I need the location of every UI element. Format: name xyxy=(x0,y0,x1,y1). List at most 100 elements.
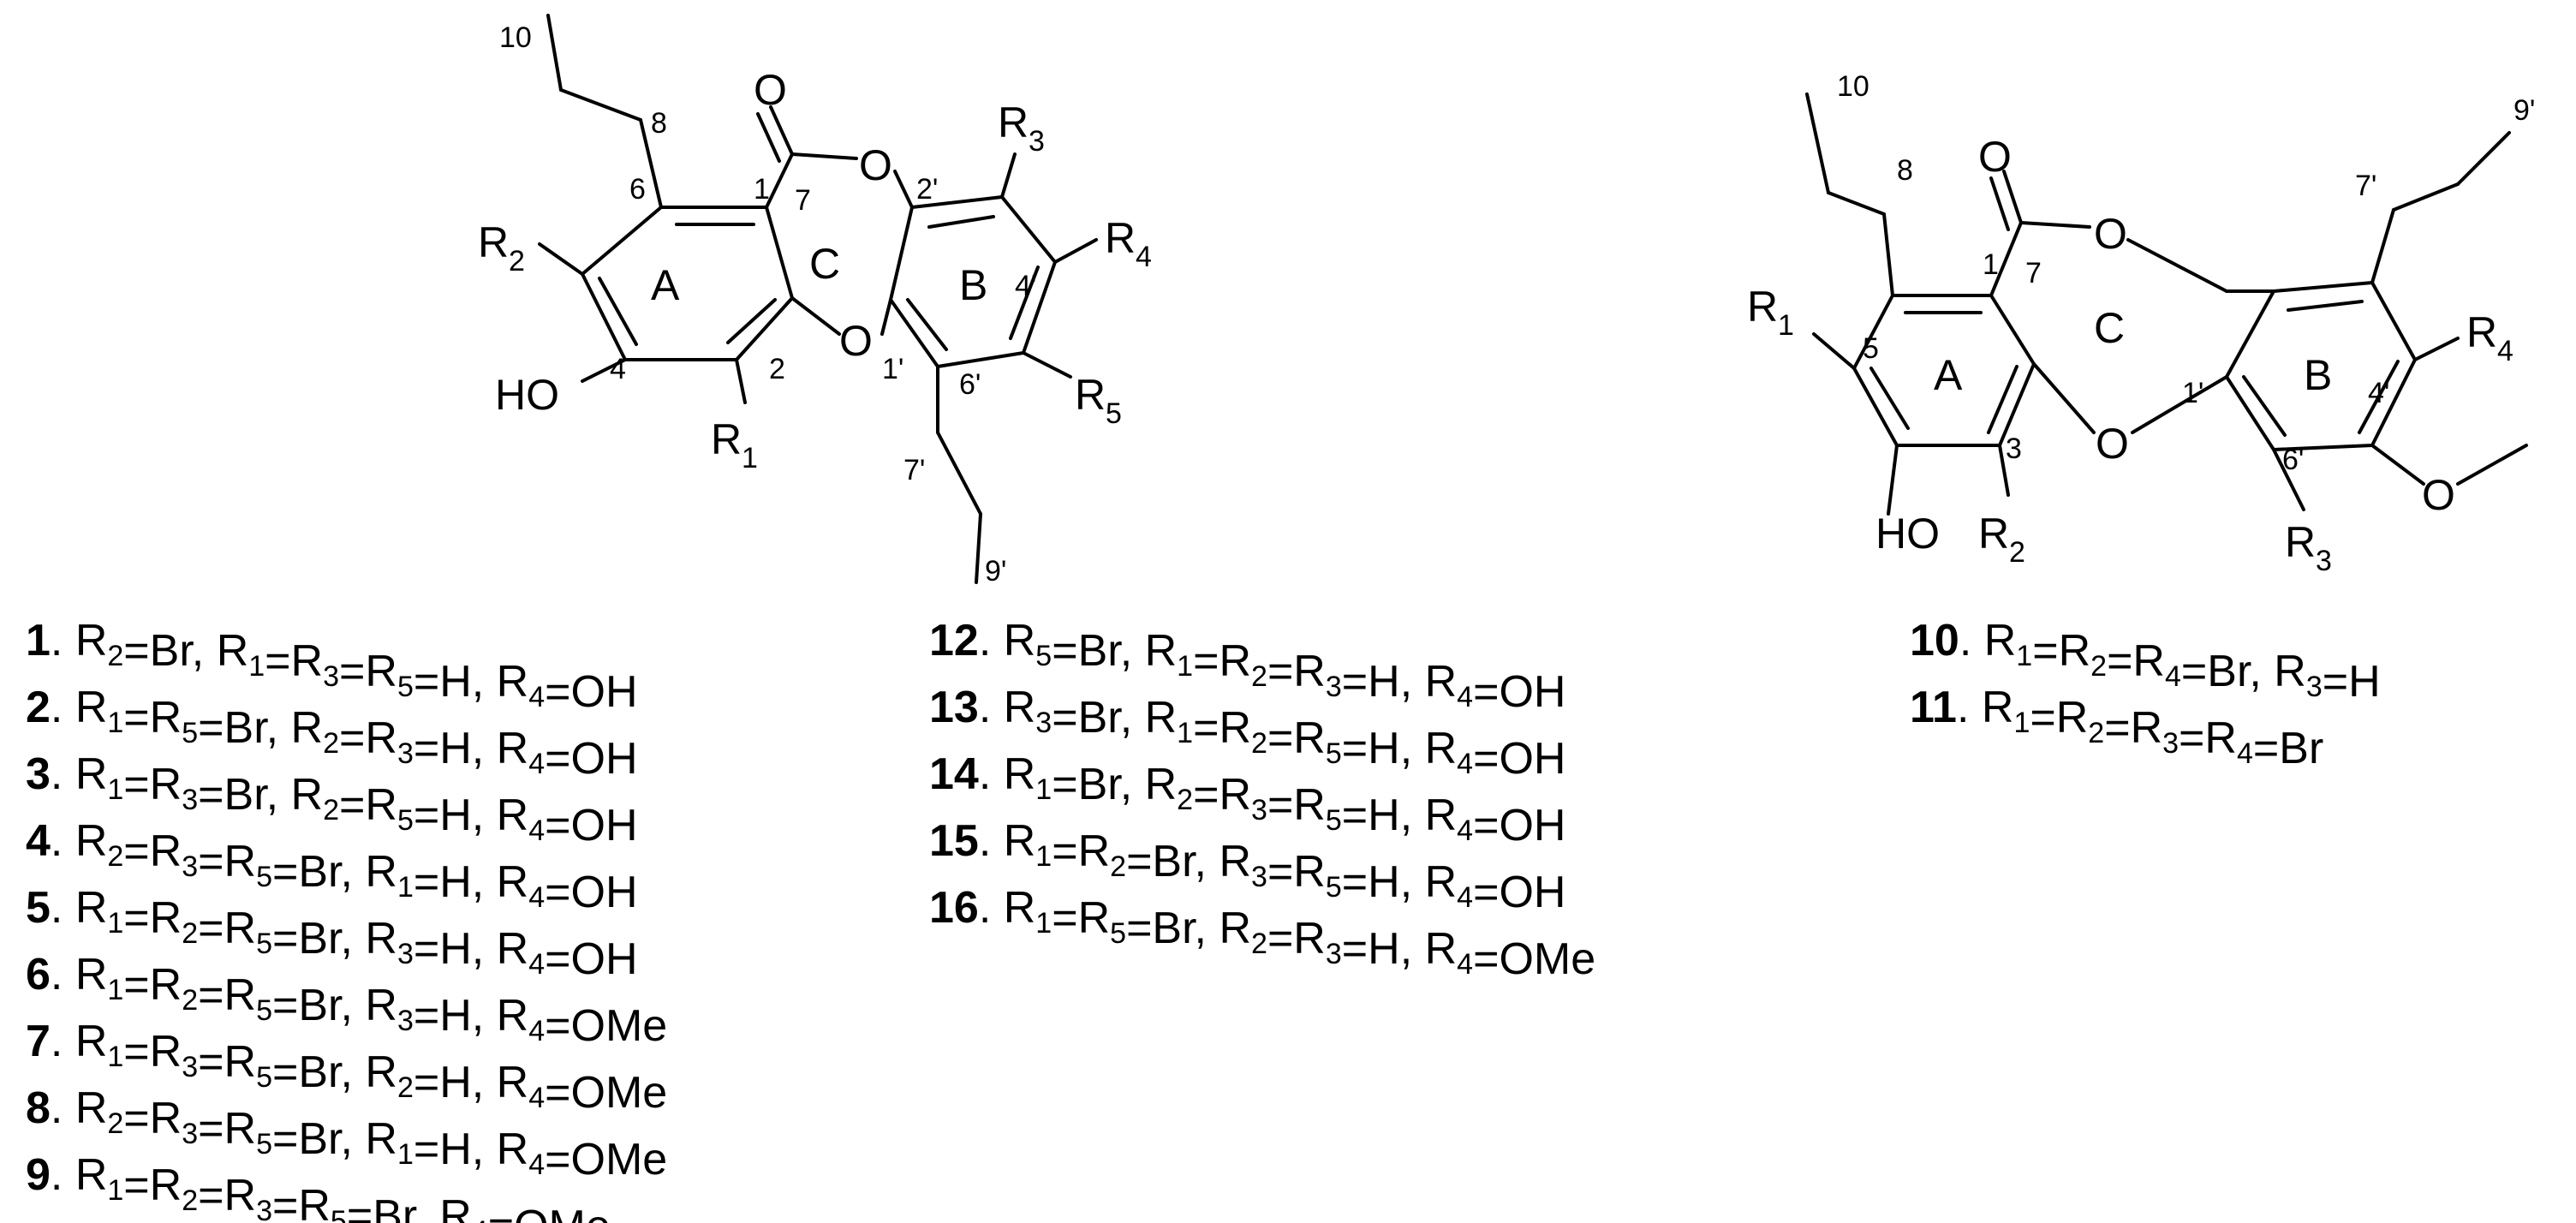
atom-number: 6' xyxy=(959,368,981,401)
svg-text:2: 2 xyxy=(2009,536,2025,569)
svg-text:R: R xyxy=(998,98,1029,146)
svg-text:R: R xyxy=(2285,518,2316,566)
atom-number: 8 xyxy=(1897,154,1913,187)
substituent-r4: R 4 xyxy=(1105,214,1152,273)
compound-entry: 2. R1=R5=Br, R2=R3=H, R4=OH xyxy=(26,683,638,784)
ester-oxygen: O xyxy=(859,141,892,189)
atom-number: 8 xyxy=(651,107,667,140)
ring-label-c: C xyxy=(809,240,840,288)
compound-entry: 10. R1=R2=R4=Br, R3=H xyxy=(1910,616,2381,707)
svg-text:R: R xyxy=(711,415,742,463)
compound-entry: 8. R2=R3=R5=Br, R1=H, R4=OMe xyxy=(26,1083,667,1184)
compound-number: 10 xyxy=(1910,616,1959,665)
compound-entry: 13. R3=Br, R1=R2=R5=H, R4=OH xyxy=(929,683,1565,784)
svg-text:R: R xyxy=(1978,510,2009,558)
hydroxyl-group: HO xyxy=(495,371,559,419)
compound-number: 14 xyxy=(929,749,979,799)
compound-entry: 1. R2=Br, R1=R3=R5=H, R4=OH xyxy=(26,616,638,717)
compound-entry: 3. R1=R3=Br, R2=R5=H, R4=OH xyxy=(26,749,638,850)
atom-number: 5 xyxy=(1863,332,1879,365)
compound-list-col1: 1. R2=Br, R1=R3=R5=H, R4=OH2. R1=R5=Br, … xyxy=(26,616,667,1223)
atom-number: 10 xyxy=(1837,70,1869,103)
substituent-r2: R 2 xyxy=(1978,510,2025,569)
compound-entry: 6. R1=R2=R5=Br, R3=H, R4=OMe xyxy=(26,950,667,1051)
compound-number: 5 xyxy=(26,883,51,933)
substituent-r1: R 1 xyxy=(1747,283,1794,342)
substituent-r2: R 2 xyxy=(478,218,525,277)
hydroxyl-group: HO xyxy=(1875,510,1940,558)
ring-label-c: C xyxy=(2094,304,2125,352)
atom-number: 6 xyxy=(629,173,646,206)
atom-number: 2' xyxy=(916,173,938,206)
compound-entry: 11. R1=R2=R3=R4=Br xyxy=(1910,683,2323,773)
compound-number: 13 xyxy=(929,683,979,732)
atom-number: 1 xyxy=(1983,248,1999,281)
compound-entry: 9. R1=R2=R3=R5=Br, R4=OMe xyxy=(26,1150,611,1223)
ether-oxygen: O xyxy=(2096,420,2129,468)
atom-number: 7 xyxy=(795,184,811,217)
atom-number: 6' xyxy=(2282,444,2304,476)
compound-number: 12 xyxy=(929,616,979,665)
atom-number: 7 xyxy=(2025,257,2042,289)
structure-right: O O O O HO R 1 R 2 R 3 R 4 A B C 10 8 1 … xyxy=(1747,70,2535,577)
atom-number: 9' xyxy=(985,555,1006,588)
compound-number: 15 xyxy=(929,816,979,866)
compound-number: 1 xyxy=(26,616,51,665)
compound-number: 16 xyxy=(929,883,979,933)
ester-oxygen: O xyxy=(2094,210,2127,258)
atom-number: 2 xyxy=(769,353,785,385)
svg-text:2: 2 xyxy=(509,245,525,277)
carbonyl-oxygen: O xyxy=(1978,133,2012,181)
methoxy-oxygen: O xyxy=(2422,471,2455,519)
carbonyl-oxygen: O xyxy=(754,66,787,114)
substituent-r1: R 1 xyxy=(711,415,758,474)
substituent-r5: R 5 xyxy=(1075,371,1122,430)
compound-entry: 14. R1=Br, R2=R3=R5=H, R4=OH xyxy=(929,749,1565,850)
svg-text:4: 4 xyxy=(2497,335,2513,367)
ring-label-b: B xyxy=(2304,351,2332,399)
compound-number: 4 xyxy=(26,816,51,866)
svg-text:R: R xyxy=(478,218,509,266)
atom-number: 4' xyxy=(2368,377,2389,409)
atom-number: 4' xyxy=(1015,270,1036,302)
svg-text:4: 4 xyxy=(1136,241,1152,273)
compound-number: 8 xyxy=(26,1083,51,1133)
substituent-r3: R 3 xyxy=(2285,518,2332,577)
ring-label-a: A xyxy=(651,261,680,309)
structure-left: O O O HO R 2 R 1 R 3 R 4 R 5 A B C 10 8 … xyxy=(478,14,1152,588)
substituent-r3: R 3 xyxy=(998,98,1045,158)
atom-number: 1 xyxy=(754,173,770,206)
compound-entry: 5. R1=R2=R5=Br, R3=H, R4=OH xyxy=(26,883,638,984)
svg-text:R: R xyxy=(1747,283,1778,331)
svg-text:5: 5 xyxy=(1106,397,1122,430)
compound-number: 9 xyxy=(26,1150,51,1200)
compound-number: 6 xyxy=(26,950,51,999)
ring-label-a: A xyxy=(1934,351,1963,399)
atom-number: 9' xyxy=(2513,94,2535,127)
compound-entry: 12. R5=Br, R1=R2=R3=H, R4=OH xyxy=(929,616,1565,717)
atom-number: 4 xyxy=(610,353,626,385)
svg-text:R: R xyxy=(1105,214,1136,262)
compound-entry: 15. R1=R2=Br, R3=R5=H, R4=OH xyxy=(929,816,1565,917)
atom-number: 7' xyxy=(2355,170,2376,202)
svg-text:1: 1 xyxy=(1778,309,1794,342)
compound-entry: 4. R2=R3=R5=Br, R1=H, R4=OH xyxy=(26,816,638,917)
atom-number: 3 xyxy=(2006,433,2022,465)
substituent-r4: R 4 xyxy=(2466,308,2513,367)
svg-text:3: 3 xyxy=(1029,125,1045,158)
compound-entry: 7. R1=R3=R5=Br, R2=H, R4=OMe xyxy=(26,1017,667,1118)
atom-number: 7' xyxy=(903,454,925,486)
compound-number: 11 xyxy=(1910,683,1957,732)
svg-text:R: R xyxy=(1075,371,1106,419)
svg-text:1: 1 xyxy=(742,442,758,474)
atom-number: 1' xyxy=(2182,377,2203,409)
ring-label-b: B xyxy=(959,261,987,309)
ring-a-left xyxy=(581,206,794,361)
compound-list-col3: 10. R1=R2=R4=Br, R3=H11. R1=R2=R3=R4=Br xyxy=(1910,616,2381,773)
svg-text:3: 3 xyxy=(2316,545,2332,577)
compound-entry: 16. R1=R5=Br, R2=R3=H, R4=OMe xyxy=(929,883,1595,984)
compound-number: 3 xyxy=(26,749,51,799)
ether-oxygen: O xyxy=(839,317,873,365)
